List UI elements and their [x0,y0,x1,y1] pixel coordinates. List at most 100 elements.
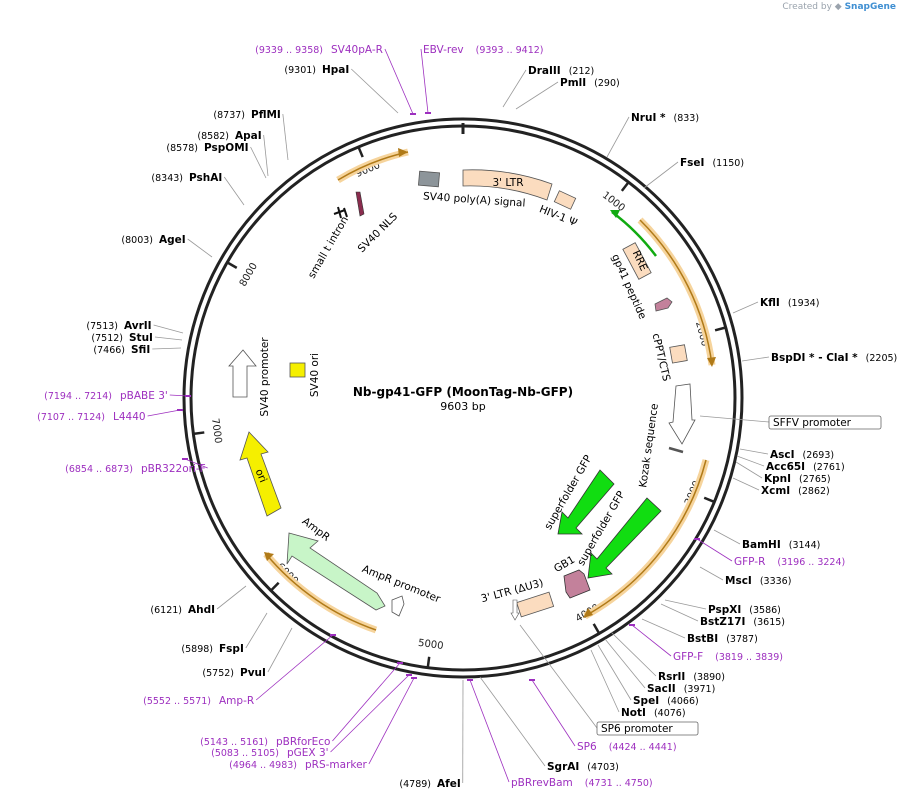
enzyme-name: DraIII [528,65,561,77]
enzyme-site: PspXI(3586) [708,604,781,616]
boxed-label-text: SP6 promoter [601,723,673,735]
primer-name: EBV-rev [423,44,464,56]
primer-site: L4440(7107 .. 7124) [37,409,183,423]
enzyme-position: (2693) [803,450,835,461]
leader-line [154,336,183,341]
leader-line [732,301,759,314]
gp41-peptide-feature [654,297,673,312]
enzyme-name: PspXI [708,604,741,616]
enzyme-name: FspI [219,643,244,655]
feature-label: SV40 NLS [356,210,401,255]
primer-site: pBR322ori-F(6854 .. 6873) [65,458,206,475]
leader-line [699,415,770,423]
enzyme-name: AfeI [437,778,461,790]
enzyme-position: (5752) [202,668,234,679]
leader-line [152,347,182,350]
primer-site: pBABE 3'(7194 .. 7214) [44,390,191,402]
enzyme-name: PmlI [560,77,586,89]
enzyme-position: (833) [674,113,700,124]
primer-site: SV40pA-R(9339 .. 9358) [255,44,416,115]
enzyme-site: KpnI(2765) [764,473,831,485]
enzyme-name: Acc65I [766,461,805,473]
leader-line [590,649,620,713]
leader-line [332,662,401,742]
enzyme-position: (1150) [712,158,744,169]
map-length: 9603 bp [440,400,485,413]
enzyme-site: SgrAI(4703) [547,761,619,773]
leader-line [223,176,245,206]
leader-line [502,69,527,108]
enzyme-site: PspOMI(8578) [166,142,248,154]
primer-range: (9393 .. 9412) [476,45,544,56]
primer-range: (5143 .. 5161) [200,737,268,748]
enzyme-site: PmlI (290) [560,77,620,89]
enzyme-position: (3144) [789,540,821,551]
leader-line [713,529,741,545]
leader-line [187,238,213,258]
restriction-sites: DraIII(212)PmlI(290)NruI *(833)FseI(1150… [86,64,897,790]
enzyme-position: (2761) [813,462,845,473]
enzyme-position: (2205) [866,353,898,364]
sv40-ori-feature [289,362,306,378]
enzyme-position: (290) [594,78,620,89]
leader-line [245,612,268,649]
superfolder-gfp-2-feature [587,497,662,579]
sv40-polya-feature [417,170,441,188]
primer-site: pBRforEco (5143 .. 5161) [200,662,403,748]
enzyme-name: BspDI * - ClaI * [771,352,858,364]
leader-line [660,603,699,622]
enzyme-site: AhdI(6121) [150,604,215,616]
primer-site: pBRrevBam(4731 .. 4750) [467,679,653,789]
created-by-label: Created by [782,2,832,12]
feature-label: cPPT/CTS [650,332,673,383]
leader-line [216,585,247,610]
primer-name: Amp-R [219,695,254,707]
enzyme-position: (6121) [150,605,182,616]
feature-label: Kozak sequence [637,403,661,489]
leader-line [184,458,208,469]
enzyme-site: ApaI(8582) [197,130,261,142]
primer-site: GFP-R(3196 .. 3224) [694,538,845,568]
boxed-feature-label: SP6 promoter [596,721,699,736]
enzyme-position: (4066) [667,696,699,707]
enzyme-name: FseI [680,157,704,169]
enzyme-name: SpeI [633,695,659,707]
leader-line [696,538,733,562]
leader-line [699,566,724,581]
enzyme-name: SfiI [131,344,150,356]
enzyme-position: (8582) [197,131,229,142]
scale-tick [194,431,205,435]
primer-range: (3819 .. 3839) [715,652,783,663]
primer-name: pBRforEco [276,736,330,748]
primer-range: (4731 .. 4750) [585,778,653,789]
enzyme-site: FseI (1150) [680,157,744,169]
enzyme-position: (7512) [91,333,123,344]
leader-line [515,81,559,110]
primer-name: pBR322ori-F [141,463,206,475]
snapgene-branding: Created by ◆ SnapGene [782,2,896,12]
boxed-feature-label: SFFV promoter [768,415,882,430]
leader-line [732,477,760,491]
enzyme-position: (3890) [693,672,725,683]
enzyme-site: BamHI(3144) [742,539,820,551]
leader-line [604,638,646,689]
enzyme-site: BstBI(3787) [687,633,758,645]
sffv-promoter-feature [668,383,696,445]
enzyme-position: (3971) [684,684,716,695]
primer-range: (7107 .. 7124) [37,412,105,423]
enzyme-name: PvuI [240,667,266,679]
leader-line [641,618,686,639]
leader-line [250,146,267,179]
enzyme-position: (2765) [799,474,831,485]
leader-line [330,674,410,753]
sv40-nls-feature [355,191,365,217]
leader-line [610,631,657,677]
leader-line [643,161,679,189]
enzyme-position: (3615) [753,617,785,628]
leader-line [469,679,510,783]
leader-line [531,679,576,747]
enzyme-position: (5898) [181,644,213,655]
enzyme-position: (3787) [726,634,758,645]
enzyme-position: (8003) [121,235,153,246]
